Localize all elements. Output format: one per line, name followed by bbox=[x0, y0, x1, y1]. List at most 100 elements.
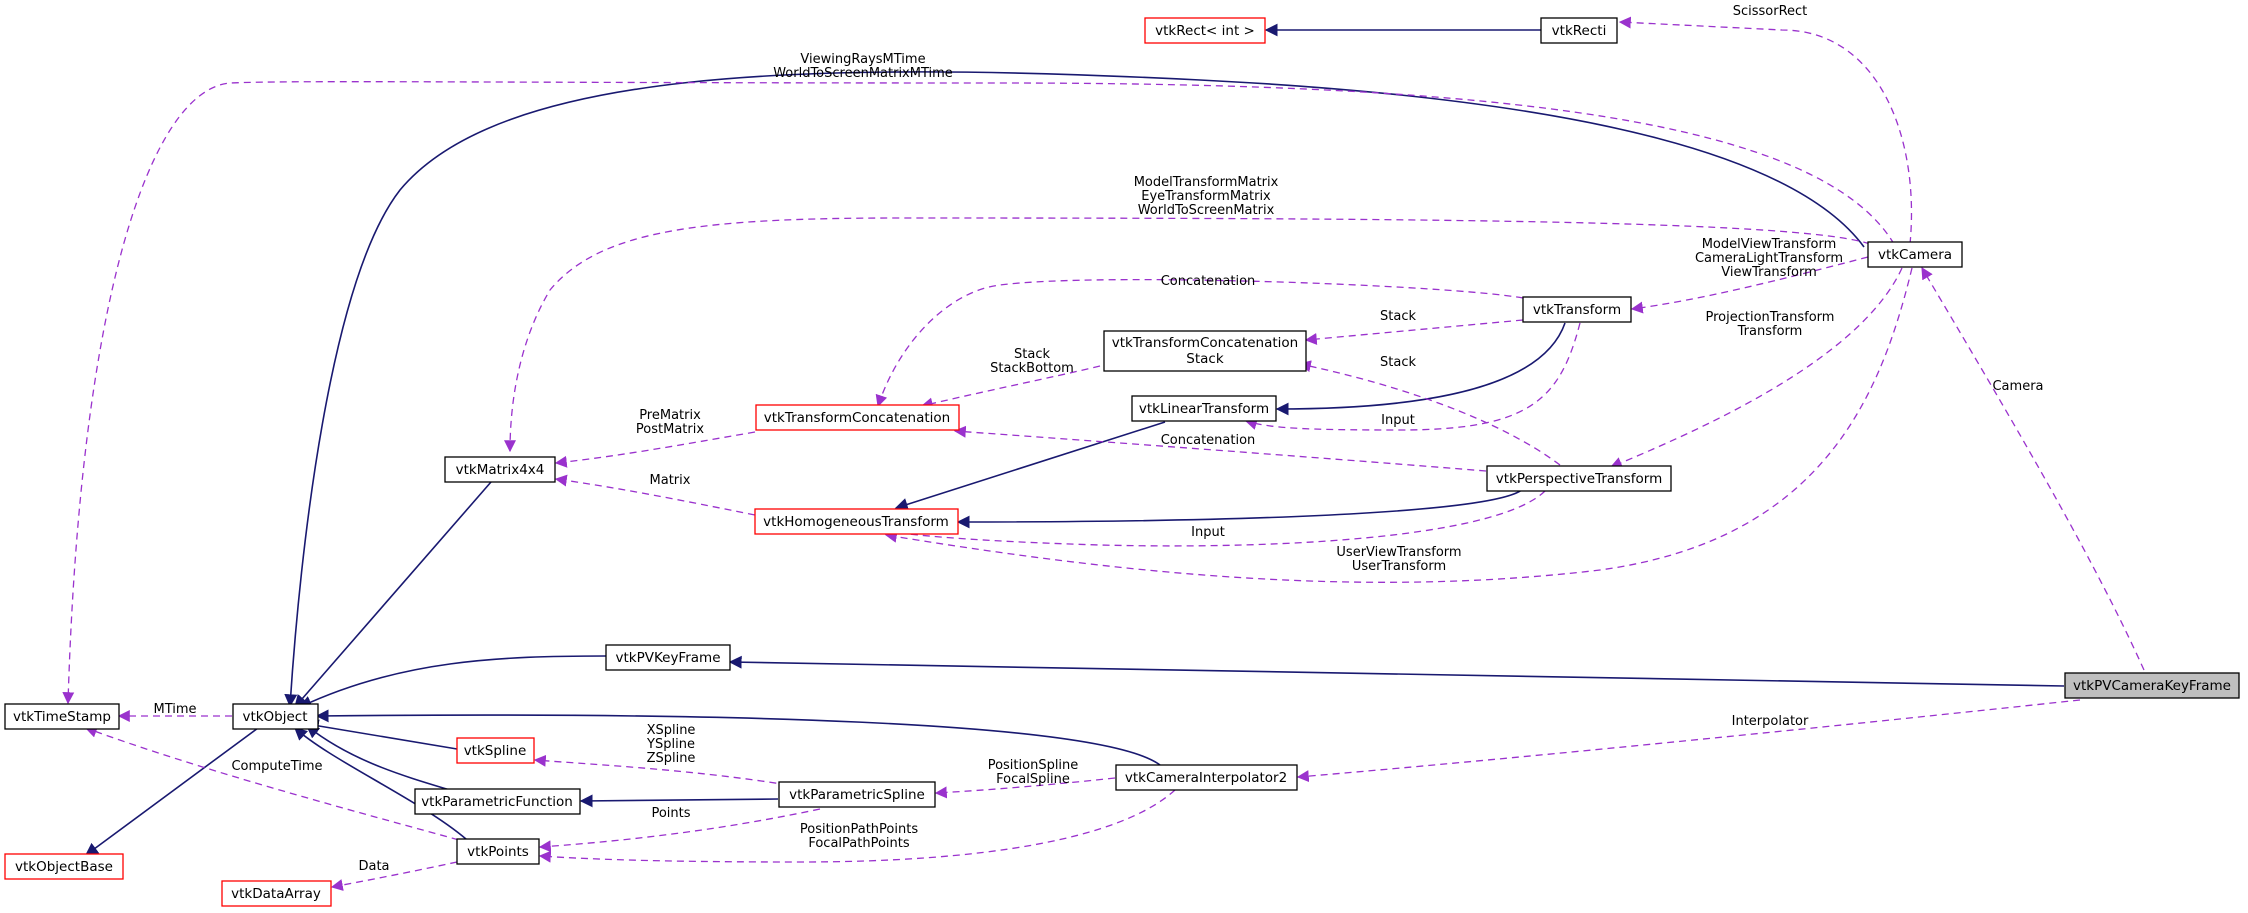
label-camera: Camera bbox=[1992, 379, 2043, 394]
edge-parametricspline-to-parametricfunction bbox=[579, 794, 779, 808]
label-stack-2: Stack bbox=[1380, 355, 1416, 370]
node-vtkrect-int[interactable]: vtkRect< int > bbox=[1144, 17, 1266, 44]
node-vtkparametricspline[interactable]: vtkParametricSpline bbox=[778, 781, 936, 808]
edge-camera-to-object bbox=[284, 71, 1865, 708]
label-positionspline: PositionSpline bbox=[988, 758, 1079, 773]
label-focalpathpoints: FocalPathPoints bbox=[808, 836, 910, 851]
label-concatenation-top: Concatenation bbox=[1161, 274, 1256, 289]
edge-points-to-dataarray bbox=[330, 861, 458, 891]
label-data: Data bbox=[358, 859, 389, 874]
label-xspline: XSpline bbox=[647, 723, 696, 738]
label-concatenation-mid: Concatenation bbox=[1161, 433, 1256, 448]
node-vtkrecti[interactable]: vtkRecti bbox=[1540, 17, 1618, 44]
node-vtktransform[interactable]: vtkTransform bbox=[1522, 296, 1632, 323]
node-vtktimestamp[interactable]: vtkTimeStamp bbox=[4, 703, 120, 730]
edge-homogeneous-to-matrix bbox=[554, 474, 756, 516]
node-vtklineartransform[interactable]: vtkLinearTransform bbox=[1131, 395, 1277, 422]
node-label: vtkPVKeyFrame bbox=[615, 650, 720, 666]
edge-pvcamerakeyframe-to-camera bbox=[1921, 266, 2145, 671]
label-eyetransformmatrix: EyeTransformMatrix bbox=[1141, 189, 1271, 204]
node-vtktransformconcatenation[interactable]: vtkTransformConcatenation bbox=[755, 404, 960, 431]
edge-object-to-objectbase bbox=[84, 727, 259, 856]
node-vtkobjectbase[interactable]: vtkObjectBase bbox=[4, 853, 124, 880]
node-label: vtkObjectBase bbox=[15, 859, 113, 875]
node-label-line1: vtkTransformConcatenation bbox=[1112, 335, 1298, 351]
label-userviewtransform: UserViewTransform bbox=[1336, 545, 1461, 560]
label-mtime: MTime bbox=[153, 702, 196, 717]
label-stack-bottom-2: StackBottom bbox=[990, 361, 1074, 376]
edge-perspective-to-homogeneous-input bbox=[878, 490, 1546, 547]
edge-camera-to-timestamp bbox=[62, 81, 1895, 705]
node-label: vtkTimeStamp bbox=[13, 709, 111, 725]
label-zspline: ZSpline bbox=[647, 751, 696, 766]
edge-stack-to-concatenation bbox=[920, 365, 1101, 410]
label-yspline: YSpline bbox=[646, 737, 695, 752]
node-vtkobject[interactable]: vtkObject bbox=[232, 703, 319, 730]
node-vtkhomogeneoustransform[interactable]: vtkHomogeneousTransform bbox=[754, 508, 959, 535]
edge-transform-to-linear bbox=[1275, 322, 1566, 416]
node-label: vtkHomogeneousTransform bbox=[763, 514, 949, 530]
edge-transform-to-concatenation bbox=[875, 278, 1524, 408]
label-viewtransform: ViewTransform bbox=[1721, 265, 1817, 280]
node-label: vtkTransformConcatenation bbox=[764, 410, 950, 426]
label-input-1: Input bbox=[1381, 413, 1415, 428]
edge-matrix-to-object bbox=[294, 481, 492, 708]
edge-pvcamerakeyframe-to-interpolator bbox=[1296, 699, 2081, 783]
node-label: vtkPerspectiveTransform bbox=[1496, 471, 1662, 487]
label-input-2: Input bbox=[1191, 525, 1225, 540]
edge-spline-to-object bbox=[305, 719, 458, 750]
node-vtkpoints[interactable]: vtkPoints bbox=[456, 838, 540, 865]
label-stack-bottom-1: Stack bbox=[1014, 347, 1050, 362]
node-vtkpvkeyframe[interactable]: vtkPVKeyFrame bbox=[605, 644, 731, 671]
label-projectiontransform: ProjectionTransform bbox=[1706, 310, 1835, 325]
label-stack-1: Stack bbox=[1380, 309, 1416, 324]
edge-perspective-to-homogeneous bbox=[956, 488, 1524, 529]
edge-camera-to-matrix bbox=[504, 217, 1871, 453]
edge-points-to-timestamp bbox=[84, 726, 471, 844]
node-vtkcamerainterpolator2[interactable]: vtkCameraInterpolator2 bbox=[1115, 764, 1298, 791]
edge-transform-to-linear-input bbox=[1244, 322, 1581, 431]
node-label: vtkSpline bbox=[464, 743, 527, 759]
label-computetime: ComputeTime bbox=[231, 759, 322, 774]
edge-parametricspline-to-points bbox=[538, 808, 821, 853]
node-label: vtkPoints bbox=[467, 844, 529, 860]
edge-parametricspline-to-spline bbox=[533, 754, 801, 788]
label-worldtoscreenmatrix: WorldToScreenMatrix bbox=[1138, 203, 1275, 218]
node-label-line2: Stack bbox=[1186, 351, 1224, 367]
edge-parametricfunction-to-object bbox=[305, 725, 451, 791]
node-vtkperspectivetransform[interactable]: vtkPerspectiveTransform bbox=[1486, 465, 1672, 492]
node-label: vtkRecti bbox=[1552, 23, 1607, 39]
node-label: vtkParametricFunction bbox=[421, 794, 573, 810]
label-modelviewtransform: ModelViewTransform bbox=[1702, 237, 1837, 252]
label-usertransform: UserTransform bbox=[1352, 559, 1446, 574]
label-positionpathpoints: PositionPathPoints bbox=[800, 822, 918, 837]
node-label: vtkLinearTransform bbox=[1139, 401, 1269, 417]
node-label: vtkRect< int > bbox=[1155, 23, 1255, 39]
edge-pvcamerakeyframe-to-pvkeyframe bbox=[728, 655, 2065, 687]
label-worldtoscreenmatrixmtime: WorldToScreenMatrixMTime bbox=[773, 66, 953, 81]
node-vtkcamera[interactable]: vtkCamera bbox=[1867, 241, 1963, 268]
label-viewingraysmtime: ViewingRaysMTime bbox=[800, 52, 925, 67]
node-vtkparametricfunction[interactable]: vtkParametricFunction bbox=[414, 788, 581, 815]
label-prematrix: PreMatrix bbox=[639, 408, 701, 423]
node-label: vtkParametricSpline bbox=[789, 787, 925, 803]
edge-linear-to-homogeneous bbox=[894, 421, 1166, 511]
node-label: vtkCamera bbox=[1878, 247, 1952, 263]
node-vtkspline[interactable]: vtkSpline bbox=[456, 737, 535, 764]
node-label: vtkPVCameraKeyFrame bbox=[2073, 678, 2231, 694]
edge-interpolator-to-object bbox=[315, 709, 1161, 766]
label-scissorrect: ScissorRect bbox=[1733, 4, 1808, 19]
edge-camera-to-perspective bbox=[1609, 267, 1903, 469]
node-vtkpvcamerakeyframe: vtkPVCameraKeyFrame bbox=[2064, 672, 2240, 699]
node-vtkmatrix4x4[interactable]: vtkMatrix4x4 bbox=[444, 456, 556, 483]
node-vtkdataarray[interactable]: vtkDataArray bbox=[221, 880, 332, 907]
label-points: Points bbox=[651, 806, 690, 821]
edge-concatenation-to-matrix bbox=[554, 431, 756, 468]
node-vtktransformconcatenationstack[interactable]: vtkTransformConcatenation Stack bbox=[1103, 330, 1307, 372]
edge-perspective-to-concatenation bbox=[953, 425, 1487, 472]
label-interpolator: Interpolator bbox=[1732, 714, 1809, 729]
edge-interpolator-to-points bbox=[538, 789, 1176, 863]
edge-interpolator-to-parametricspline bbox=[934, 777, 1116, 799]
edge-points-to-object bbox=[294, 727, 467, 840]
